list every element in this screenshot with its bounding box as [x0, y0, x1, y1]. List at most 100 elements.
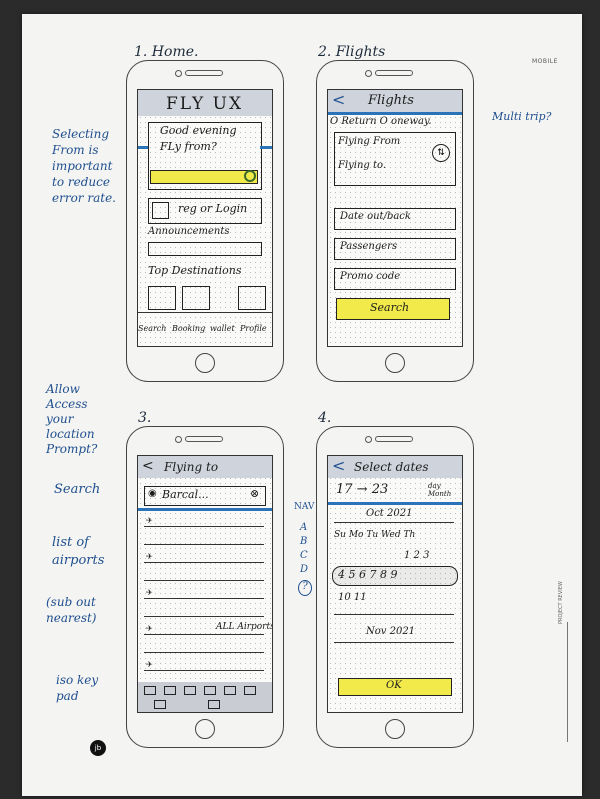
alphabet-nav-b[interactable]: B [300, 536, 308, 547]
airport-search-input[interactable] [144, 486, 266, 506]
select-dates-header [328, 456, 462, 478]
destination-card[interactable] [182, 286, 210, 310]
airport-row[interactable] [144, 562, 264, 564]
speaker-icon [185, 70, 223, 76]
promo-code-button[interactable] [334, 268, 456, 290]
speaker-icon [375, 70, 413, 76]
destination-card[interactable] [238, 286, 266, 310]
annotation-search: Search [54, 482, 101, 497]
alphabet-nav-more[interactable]: ? [298, 580, 312, 596]
flying-to-field[interactable]: Flying to. [338, 160, 387, 171]
keypad-key[interactable] [164, 686, 176, 695]
flights-header-underline [328, 112, 462, 115]
keypad-key[interactable] [144, 686, 156, 695]
range-underline [328, 502, 462, 505]
home-button-icon [385, 353, 405, 373]
nav-profile[interactable]: Profile [240, 324, 267, 333]
home-fly-from: FLy from? [160, 140, 217, 153]
airport-row[interactable] [144, 580, 264, 582]
plane-icon: ✈ [146, 516, 153, 525]
back-arrow-icon[interactable]: < [332, 90, 346, 109]
reg-login-button[interactable] [148, 198, 262, 224]
plane-icon: ✈ [146, 588, 153, 597]
alphabet-nav-d[interactable]: D [300, 564, 309, 575]
keypad-key[interactable] [154, 700, 166, 709]
back-arrow-icon[interactable]: < [142, 458, 154, 474]
plane-icon: ✈ [146, 552, 153, 561]
calendar-row-1[interactable]: 1 2 3 [404, 550, 430, 561]
home-from-input[interactable] [150, 170, 258, 184]
alphabet-nav-title: NAV [294, 502, 315, 512]
jb-logo: jb [90, 740, 106, 756]
phone-flying-to: < Flying to ◉ Barcal... ⊗ ✈ ✈ ✈ ✈ ALL Ai… [126, 426, 284, 748]
home-button-icon [195, 353, 215, 373]
flights-title: Flights [368, 93, 414, 108]
speaker-icon [375, 436, 413, 442]
nav-booking[interactable]: Booking [172, 324, 206, 333]
ok-button[interactable] [338, 678, 452, 696]
paper-sheet: MOBILE PROJECT REVIEW jb 1. Home. 2. Fli… [22, 14, 582, 796]
annotation-selecting-from: Selecting From is important to reduce er… [52, 127, 116, 205]
trip-type-radios[interactable]: O Return O oneway. [330, 116, 432, 127]
flying-to-title: Flying to [164, 460, 219, 474]
keypad-key[interactable] [208, 700, 220, 709]
search-underline [138, 508, 272, 511]
date-out-back-button[interactable] [334, 208, 456, 230]
search-button[interactable] [336, 298, 450, 320]
month-divider [334, 614, 454, 616]
calendar-row-3[interactable]: 10 11 [338, 592, 367, 603]
alphabet-nav-a[interactable]: A [300, 522, 308, 533]
annotation-iso-keypad: iso key pad [56, 673, 99, 703]
nav-search[interactable]: Search [138, 324, 167, 333]
selected-range[interactable] [332, 566, 458, 586]
keypad[interactable] [138, 682, 272, 712]
destination-card[interactable] [148, 286, 176, 310]
keypad-key[interactable] [244, 686, 256, 695]
promo-code-label: Promo code [340, 271, 401, 282]
back-arrow-icon[interactable]: < [332, 456, 346, 475]
keypad-key[interactable] [224, 686, 236, 695]
location-pin-icon[interactable] [244, 170, 256, 182]
passengers-button[interactable] [334, 238, 456, 260]
phone-flights: < Flights O Return O oneway. Flying From… [316, 60, 474, 382]
side-tag: PROJECT REVIEW [558, 581, 564, 624]
home-announcements: Announcements [148, 226, 230, 237]
flights-header [328, 90, 462, 112]
search-pin-icon: ◉ [148, 488, 157, 499]
home-top-destinations: Top Destinations [148, 264, 242, 277]
airport-row[interactable] [144, 670, 264, 672]
keypad-key[interactable] [184, 686, 196, 695]
airport-row[interactable] [144, 598, 264, 600]
side-divider [567, 622, 568, 742]
airport-row[interactable] [144, 634, 264, 636]
keypad-key[interactable] [204, 686, 216, 695]
all-airports-label[interactable]: ALL Airports [216, 622, 273, 632]
mobile-tag: MOBILE [532, 58, 558, 65]
home-from-card [148, 122, 262, 190]
month-oct: Oct 2021 [366, 508, 413, 519]
camera-icon [365, 70, 372, 77]
clear-search-icon[interactable]: ⊗ [250, 487, 260, 500]
month-divider [334, 522, 454, 524]
airport-search-value: Barcal... [162, 488, 209, 501]
flying-from-field[interactable]: Flying From [338, 136, 401, 147]
speaker-icon [185, 436, 223, 442]
alphabet-nav-c[interactable]: C [300, 550, 308, 561]
calendar-row-2[interactable]: 4 5 6 7 8 9 [338, 568, 398, 581]
home-title: FLY UX [166, 94, 244, 114]
annotation-list-airports: list of airports [52, 535, 105, 568]
airport-row[interactable] [144, 526, 264, 528]
home-button-icon [385, 719, 405, 739]
nav-wallet[interactable]: wallet [210, 324, 235, 333]
screen-select-dates: < Select dates 17 → 23 day Month Oct 202… [327, 455, 463, 713]
airport-row[interactable] [144, 616, 264, 618]
caption-select-dates: 4. [318, 410, 332, 426]
phone-home: FLY UX Good evening FLy from? reg or Log… [126, 60, 284, 382]
weekday-header: Su Mo Tu Wed Th [334, 530, 416, 540]
caption-flights: 2. Flights [318, 44, 386, 60]
select-dates-title: Select dates [354, 460, 429, 474]
announcement-banner[interactable] [148, 242, 262, 256]
airport-row[interactable] [144, 544, 264, 546]
swap-icon[interactable]: ⇅ [432, 144, 450, 162]
airport-row[interactable] [144, 652, 264, 654]
